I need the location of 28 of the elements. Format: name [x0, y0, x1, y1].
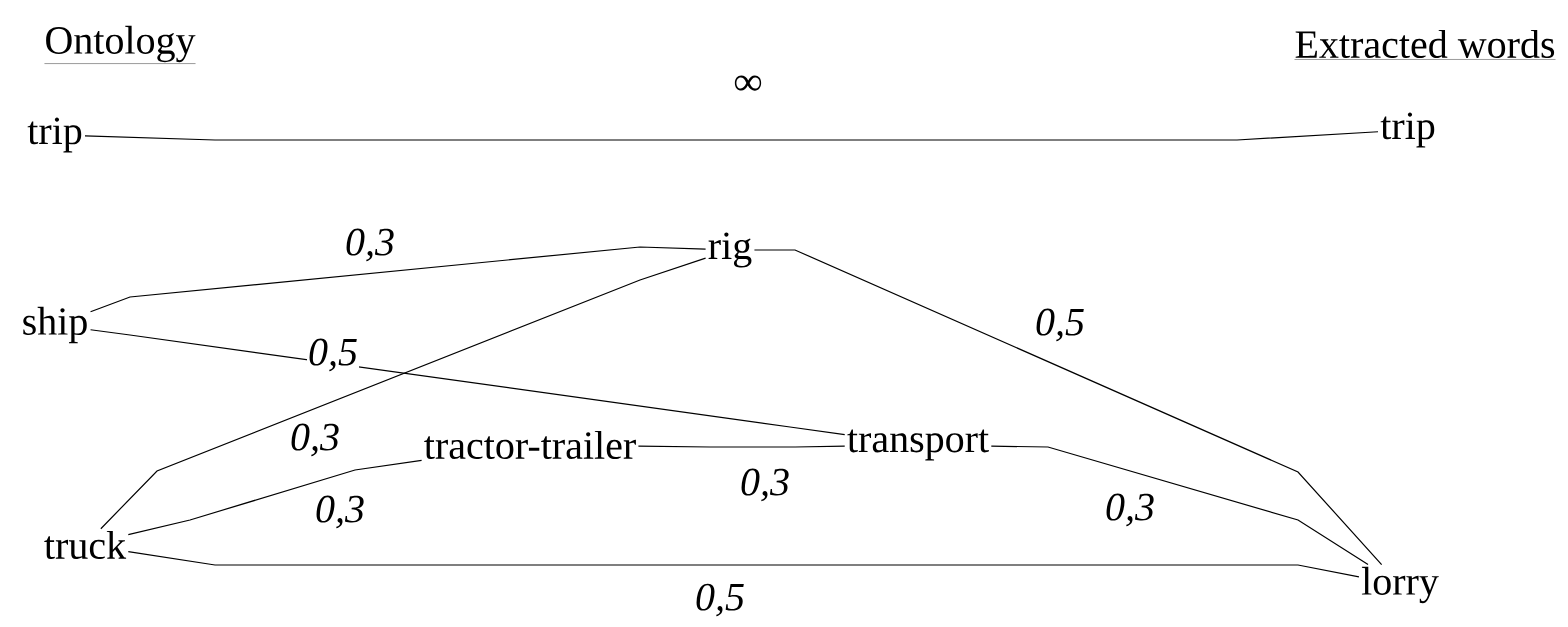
connector-line — [990, 445, 1369, 566]
edge-label: 0,3 — [739, 467, 791, 503]
word: transport — [847, 429, 989, 461]
word: ship — [23, 306, 87, 344]
column-heading: Extracted words — [1294, 29, 1556, 60]
connector-line — [89, 246, 707, 313]
connector-line — [100, 257, 707, 530]
connector-line — [753, 249, 1383, 566]
edge-label: 0,3 — [344, 227, 396, 263]
word: rig — [708, 232, 752, 268]
connector-line — [127, 551, 1360, 578]
edge-label: 0,3 — [1104, 492, 1156, 528]
column-heading: Ontology — [44, 25, 196, 64]
edge-label: 0,5 — [1034, 307, 1086, 343]
edge-label: 0,5 — [694, 582, 746, 618]
edge-label: 0,3 — [314, 494, 366, 530]
connector-line — [127, 459, 423, 536]
edge-label: 0,3 — [289, 422, 341, 458]
connector-line — [637, 445, 846, 448]
word: trip — [27, 117, 82, 153]
word: trip — [1380, 112, 1435, 148]
word: truck — [44, 530, 127, 560]
connector-line — [84, 131, 1379, 141]
connector-line — [89, 329, 846, 436]
word: tractor-trailer — [424, 430, 636, 460]
edge-label: ∞ — [732, 74, 764, 96]
word: lorry — [1361, 566, 1439, 604]
edge-label: 0,5 — [307, 337, 359, 373]
